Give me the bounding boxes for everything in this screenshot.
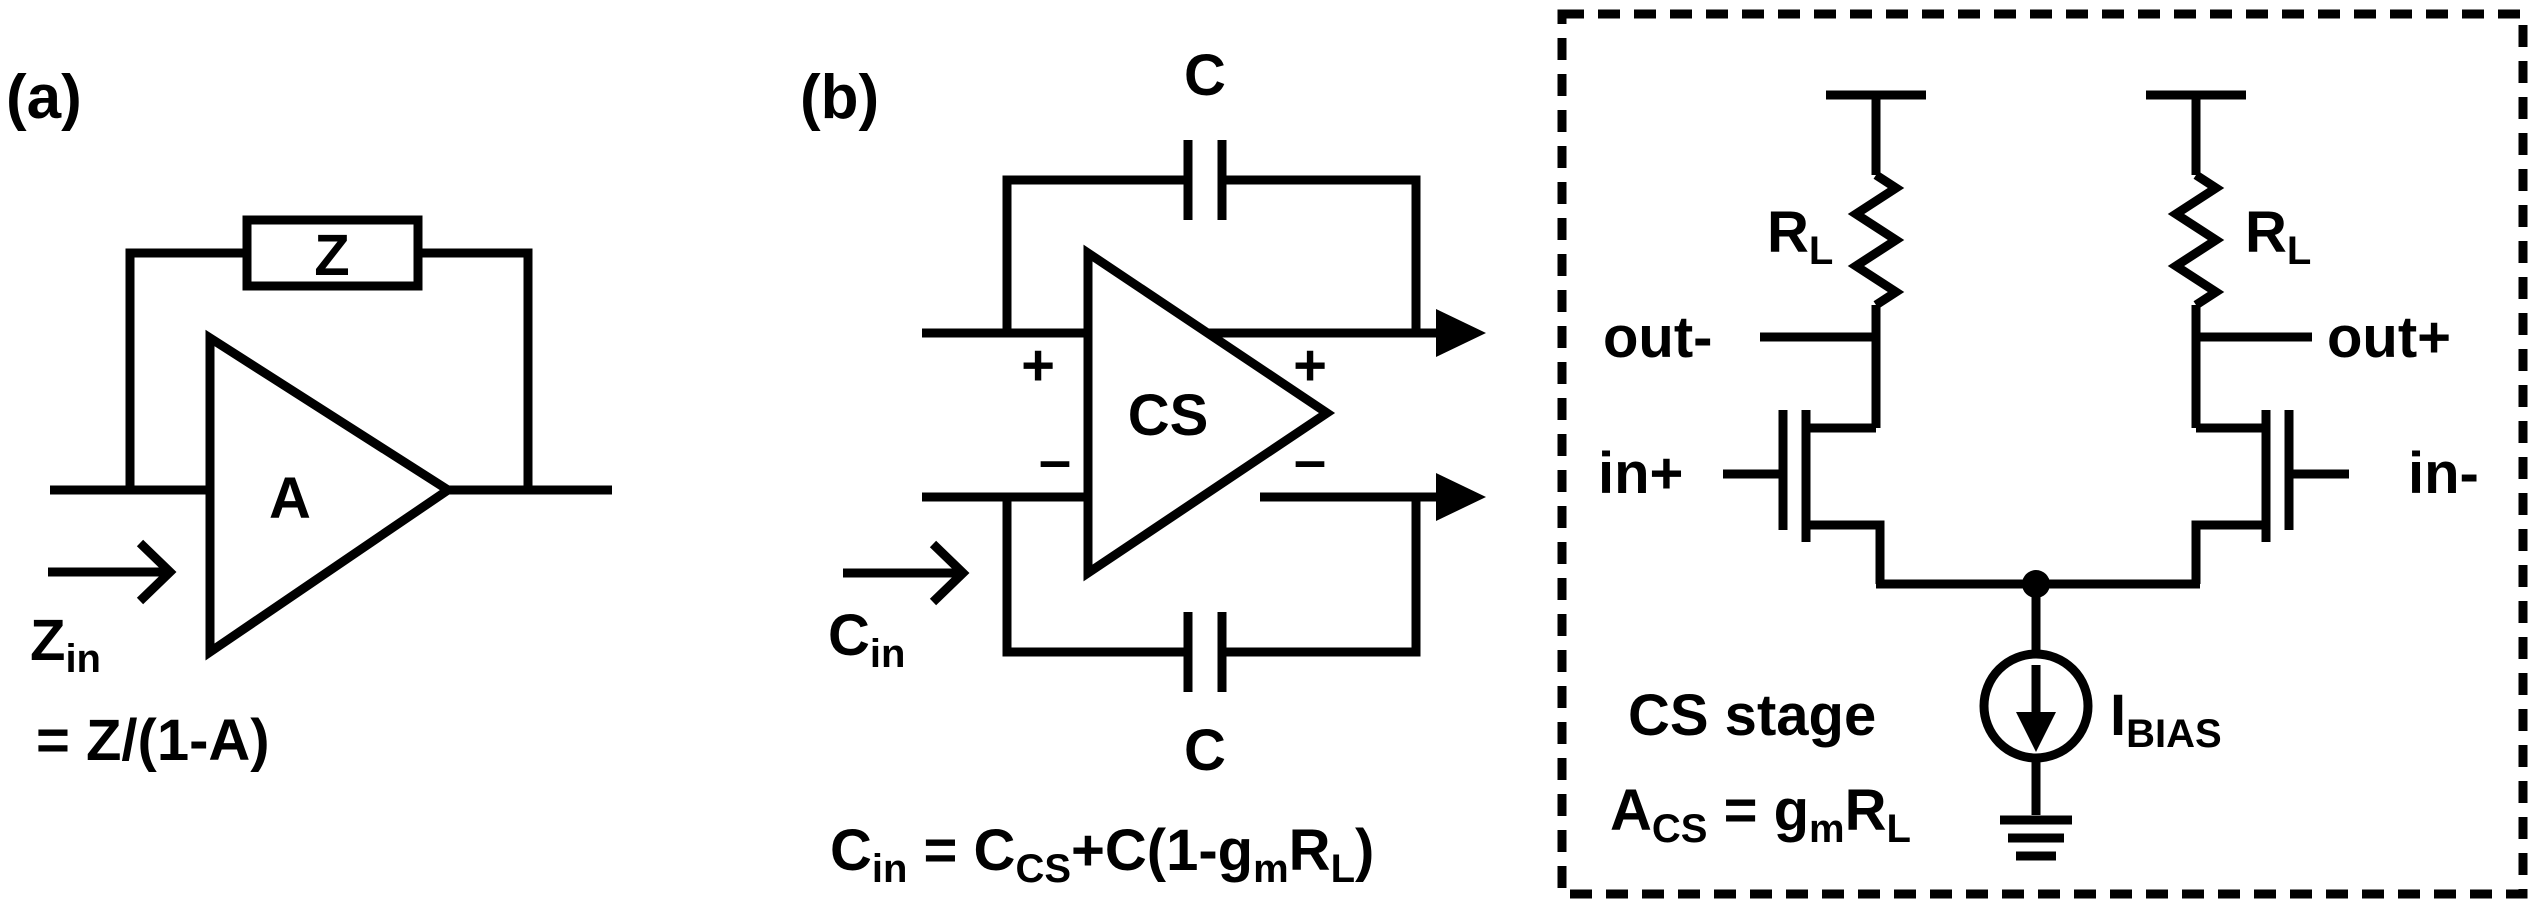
ibias-label: IBIAS (2110, 683, 2222, 756)
rl-left-label: RL (1767, 200, 1833, 273)
panel-a: (a) Z A Zin = Z/(1-A) (6, 63, 612, 773)
cs-stage-title: CS stage (1628, 683, 1876, 748)
cs-output-plus-sign: + (1293, 333, 1327, 398)
cs-stage-schematic: RL RL out- out+ in+ in- IBIAS CS stage A… (1557, 9, 2528, 899)
current-source-arrowhead (2016, 712, 2056, 752)
right-nmos-source (2191, 520, 2266, 584)
out-minus-label: out- (1603, 305, 1713, 370)
zin-label: Zin (30, 608, 101, 681)
cin-label: Cin (828, 603, 905, 676)
impedance-z-box (242, 215, 423, 291)
cs-output-minus-sign: – (1294, 428, 1326, 493)
output-plus-arrowhead (1436, 309, 1486, 357)
bottom-capacitor-label: C (1184, 718, 1226, 783)
cs-input-plus-sign: + (1021, 333, 1055, 398)
amplifier-a-triangle (205, 329, 457, 661)
impedance-z-label: Z (314, 223, 349, 288)
in-minus-label: in- (2408, 441, 2479, 506)
panel-a-feedback-wire (125, 248, 247, 490)
bottom-cap-wire-right (1222, 497, 1421, 657)
panel-b: (b) C C CS + – + – Cin (800, 43, 1486, 891)
top-cap-wire-right (1222, 175, 1421, 333)
out-plus-label: out+ (2327, 305, 2451, 370)
panel-a-equation: = Z/(1-A) (36, 708, 270, 773)
cs-amplifier-triangle (1083, 244, 1336, 582)
left-nmos-source (1806, 520, 1885, 584)
panel-a-label: (a) (6, 63, 82, 132)
cs-amplifier-label: CS (1128, 383, 1209, 448)
resistor-rl-right (2167, 171, 2225, 309)
panel-a-feedback-wire-right (418, 248, 533, 490)
cs-stage-gain-equation: ACS = gmRL (1610, 778, 1911, 851)
bottom-cap-wire-left (1002, 497, 1188, 657)
in-plus-label: in+ (1598, 441, 1683, 506)
top-cap-wire-left (1002, 175, 1188, 333)
cs-stage-dashed-border (1557, 9, 2528, 899)
cin-arrow-head (929, 540, 970, 606)
panel-b-label: (b) (800, 63, 879, 132)
top-capacitor-label: C (1184, 43, 1226, 108)
cs-input-minus-sign: – (1039, 428, 1071, 493)
rl-right-label: RL (2245, 200, 2311, 273)
panel-b-equation: Cin = CCS+C(1-gmRL) (830, 818, 1374, 891)
output-minus-arrowhead (1436, 473, 1486, 521)
resistor-rl-left (1847, 171, 1905, 309)
amplifier-a-label: A (269, 466, 311, 531)
zin-arrow-head (136, 539, 177, 605)
